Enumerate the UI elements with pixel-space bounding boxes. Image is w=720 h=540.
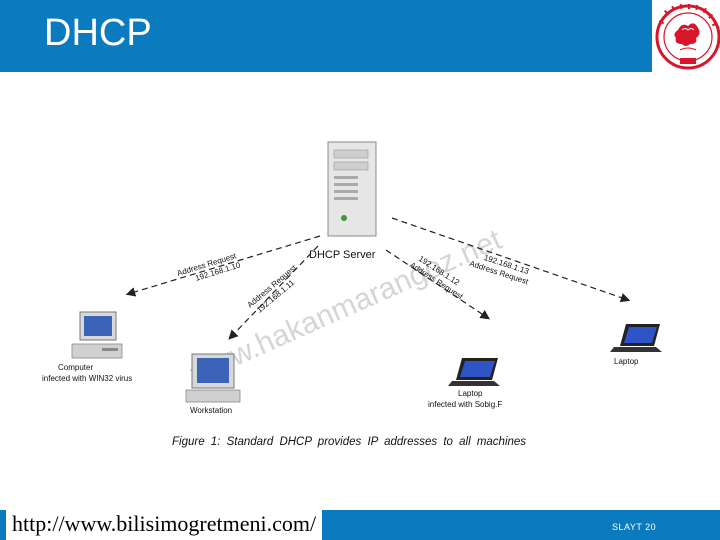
footer-url[interactable]: http://www.bilisimogretmeni.com/	[6, 510, 323, 540]
desktop-computer-icon	[185, 353, 241, 403]
footer-bar: http://www.bilisimogretmeni.com/ SLAYT 2…	[0, 510, 720, 540]
arrow-laptop-center	[385, 249, 490, 320]
server-icon	[327, 141, 377, 237]
laptop-center-label: Laptop	[458, 389, 483, 398]
computer-label: Computer	[58, 363, 93, 372]
workstation-label: Workstation	[190, 406, 232, 415]
university-seal-icon	[655, 3, 720, 70]
desktop-computer-icon	[71, 311, 123, 359]
laptop-center-sub: infected with Sobig.F	[428, 400, 502, 409]
computer-sub: infected with WIN32 virus	[42, 374, 132, 383]
slide-title: DHCP	[44, 12, 152, 54]
figure-caption: Figure 1: Standard DHCP provides IP addr…	[172, 436, 527, 448]
university-logo	[652, 0, 720, 74]
arrow-computer	[125, 235, 321, 297]
arrow-laptop-right	[391, 217, 631, 303]
laptop-right-label: Laptop	[614, 357, 639, 366]
laptop-icon	[610, 324, 662, 352]
title-bar: DHCP	[0, 0, 720, 72]
arrow-workstation	[228, 245, 319, 340]
laptop-icon	[448, 358, 500, 386]
server-label: DHCP Server	[309, 249, 376, 261]
slide-number: SLAYT 20	[612, 522, 657, 532]
